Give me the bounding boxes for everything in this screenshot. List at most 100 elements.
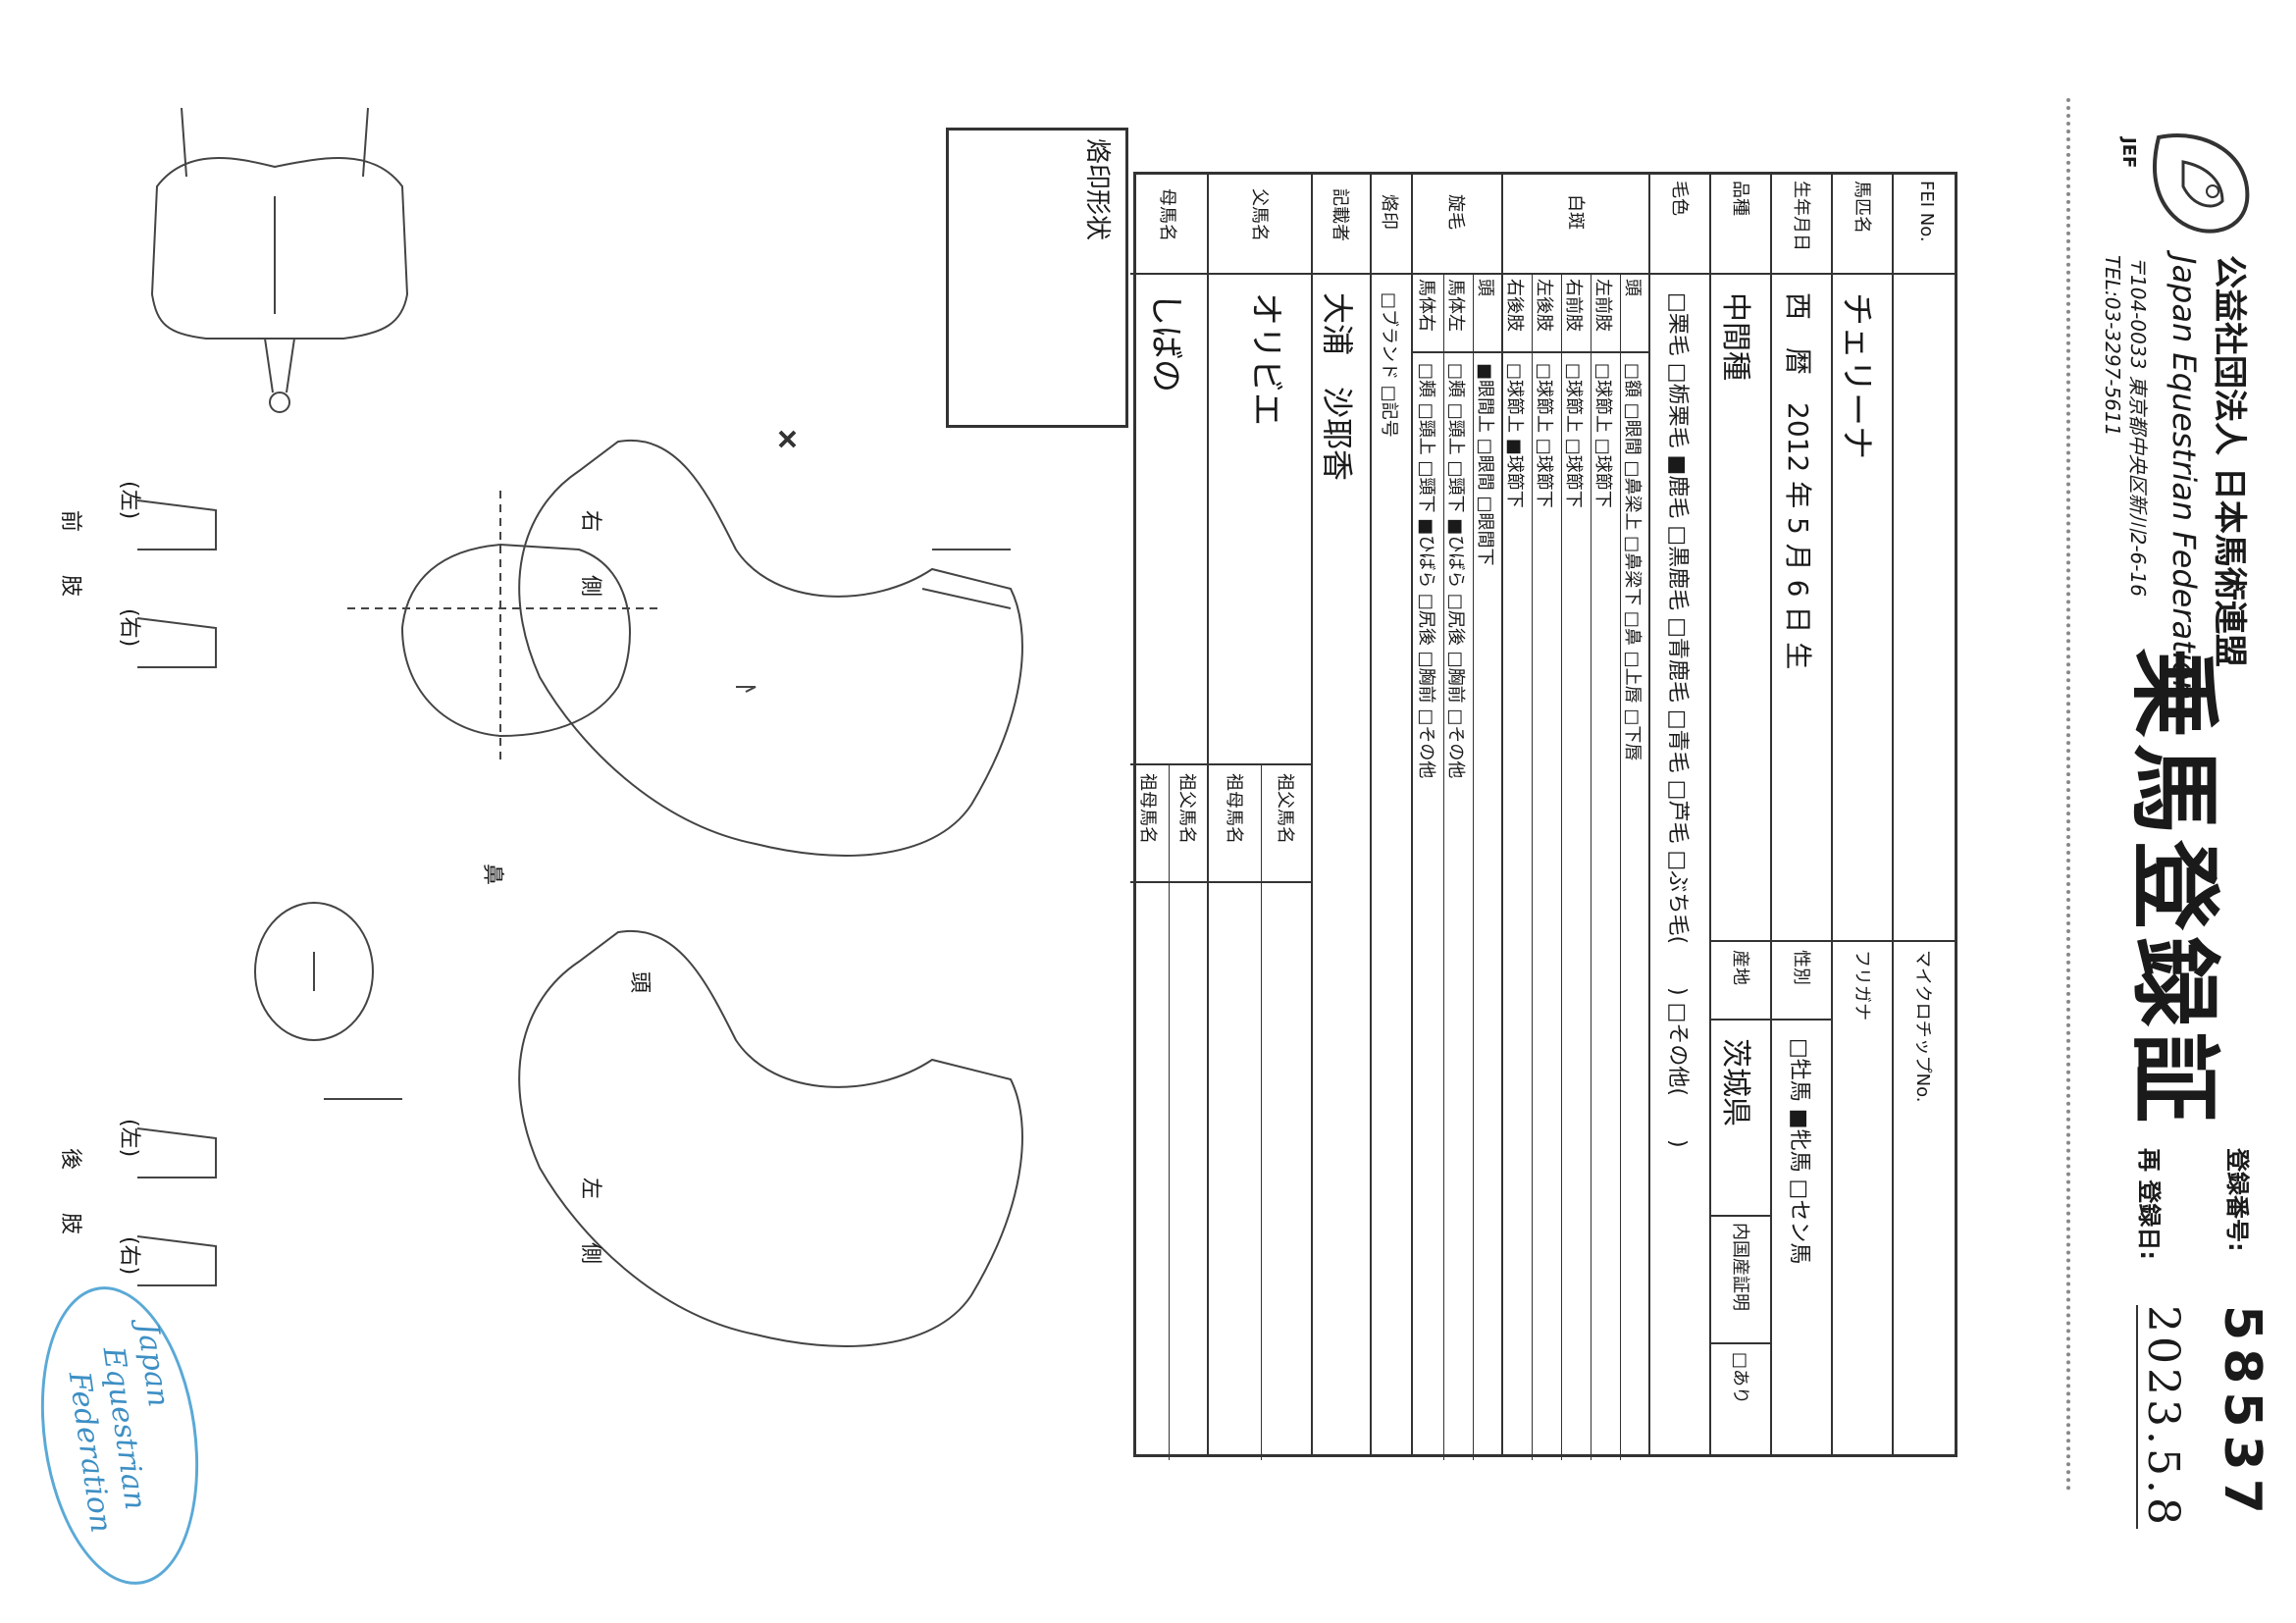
row-name: 馬匹名 チェリーナ フリガナ <box>1831 175 1894 1454</box>
row-coat: 毛色 □栗毛 □栃栗毛 ■鹿毛 □黒鹿毛 □青鹿毛 □青毛 □芦毛 □ぶち毛( … <box>1648 175 1711 1454</box>
white-label: 白斑 <box>1565 194 1586 230</box>
fore-legs-icon <box>136 499 217 668</box>
fei-label: FEI No. <box>1916 181 1937 242</box>
brand-value: □ブランド □記号 <box>1379 292 1399 438</box>
row-breed: 品種 中間種 産地 茨城県 内国産証明 □あり <box>1709 175 1772 1454</box>
white-rf-label: 右前肢 <box>1563 279 1584 332</box>
dam-value: しばの <box>1146 292 1185 393</box>
fore-left-label: (左) <box>117 481 141 520</box>
header: JEF 公益社団法人 日本馬術連盟 Japan Equestrian Feder… <box>2080 118 2276 1531</box>
reg-no: 58537 <box>2213 1305 2271 1522</box>
whorl-head-label: 頭 <box>1475 279 1495 296</box>
domestic-cert-value: □あり <box>1730 1352 1750 1405</box>
reg-no-label: 登録番号: <box>2223 1148 2251 1252</box>
row-birth: 生年月日 西 暦 2012 年 5 月 6 日 生 性別 □牡馬 ■牝馬 □セン… <box>1770 175 1833 1454</box>
registration-table: FEI No. マイクロチップNo. 馬匹名 チェリーナ フリガナ 生年月日 西… <box>1130 172 1957 1460</box>
white-rf-value: □球節上 □球節下 <box>1563 363 1584 508</box>
whorl-right-label: 馬体右 <box>1416 279 1436 332</box>
whorl-left-label: 馬体左 <box>1445 279 1466 332</box>
jef-logo-icon <box>2152 133 2250 234</box>
whorl-row-left: 馬体左 □頬 □頸上 □頸下 ■ひばら □尻後 □胸前 □その他 <box>1443 273 1474 1460</box>
sire-value: オリビエ <box>1246 292 1285 426</box>
right-side-label: 右 側 <box>578 510 602 598</box>
doc-title: 乗馬登録証 <box>2121 648 2226 1129</box>
white-markings: 白斑 頭 □額 □眼間 □鼻梁上 □鼻梁下 □鼻 □上唇 □下唇 左前肢 □球節… <box>1501 175 1650 1460</box>
white-row-lh: 左後肢 □球節上 □球節下 <box>1532 273 1562 1460</box>
white-rh-value: □球節上 ■球節下 <box>1504 363 1525 508</box>
white-lh-label: 左後肢 <box>1534 279 1554 332</box>
left-side-label: 左 側 <box>578 1178 602 1265</box>
left-side-horse-icon <box>324 929 1023 1347</box>
nose-label: 鼻 <box>480 864 504 886</box>
white-lh-value: □球節上 □球節下 <box>1534 363 1554 508</box>
row-brand: 烙印 □ブランド □記号 <box>1370 175 1413 1454</box>
hind-legs-label: 後 肢 <box>58 1148 82 1235</box>
grand-dam-1-label: 祖母馬名 <box>1224 773 1244 844</box>
white-head-label: 頭 <box>1622 279 1643 296</box>
sex-label: 性別 <box>1791 950 1811 985</box>
hind-left-label: (左) <box>117 1119 141 1158</box>
whorl-left-value: □頬 □頸上 □頸下 ■ひばら □尻後 □胸前 □その他 <box>1445 363 1466 779</box>
white-row-lf: 左前肢 □球節上 □球節下 <box>1591 273 1621 1460</box>
grand-sire-1-label: 祖父馬名 <box>1275 773 1295 844</box>
org-name-jp: 公益社団法人 日本馬術連盟 <box>2210 255 2249 667</box>
horse-name-value: チェリーナ <box>1837 292 1876 459</box>
grand-dam-2-label: 祖母馬名 <box>1137 773 1158 844</box>
fore-right-label: (右) <box>117 608 141 648</box>
whorl-label: 旋毛 <box>1445 194 1466 230</box>
white-lf-value: □球節上 □球節下 <box>1592 363 1613 508</box>
head-label: 頭 <box>627 971 652 994</box>
grand-sire-2-label: 祖父馬名 <box>1176 773 1197 844</box>
microchip-label: マイクロチップNo. <box>1912 950 1933 1103</box>
top-view-horse-icon <box>150 107 409 413</box>
horse-name-label: 馬匹名 <box>1852 181 1872 234</box>
brand-label: 烙印 <box>1379 194 1399 230</box>
origin-value: 茨城県 <box>1718 1038 1752 1126</box>
hind-right-label: (右) <box>117 1236 141 1276</box>
front-head-icon <box>343 491 657 765</box>
hind-legs-icon <box>136 1127 217 1286</box>
dotted-border <box>2066 98 2070 1492</box>
x-mark-icons <box>778 430 797 448</box>
sex-value: □牡馬 ■牝馬 □セン馬 <box>1787 1038 1811 1265</box>
origin-label: 産地 <box>1730 950 1750 985</box>
white-rh-label: 右後肢 <box>1504 279 1525 332</box>
domestic-cert-label: 内国産証明 <box>1730 1223 1750 1311</box>
horse-diagrams <box>136 107 1023 1347</box>
org-name-en: Japan Equestrian Federation <box>2166 255 2203 701</box>
row-dam: 母馬名 しばの 祖父馬名 祖母馬名 <box>1130 175 1209 1460</box>
sire-label: 父馬名 <box>1249 188 1270 241</box>
recorder-value: 大浦 沙耶香 <box>1319 292 1356 482</box>
right-side-horse-icon <box>518 439 1023 857</box>
furigana-label: フリガナ <box>1852 950 1872 1021</box>
row-sire: 父馬名 オリビエ 祖父馬名 祖母馬名 <box>1207 175 1313 1460</box>
row-recorder: 記載者 大浦 沙耶香 <box>1311 175 1372 1454</box>
reg-date: 2023.5.8 <box>2136 1305 2188 1529</box>
whorl-right-value: □頬 □頸上 □頸下 ■ひばら □尻後 □胸前 □その他 <box>1416 363 1436 779</box>
address: 〒104-0033 東京都中央区新川2-6-16 <box>2126 255 2150 597</box>
reg-date-label: 再 登録日: <box>2135 1148 2163 1260</box>
white-head-value: □額 □眼間 □鼻梁上 □鼻梁下 □鼻 □上唇 □下唇 <box>1622 363 1643 761</box>
white-row-head: 頭 □額 □眼間 □鼻梁上 □鼻梁下 □鼻 □上唇 □下唇 <box>1620 273 1650 1460</box>
nose-icon <box>254 902 374 1041</box>
birthdate-label: 生年月日 <box>1791 181 1811 251</box>
fore-legs-label: 前 肢 <box>58 510 82 598</box>
whorl-row-right: 馬体右 □頬 □頸上 □頸下 ■ひばら □尻後 □胸前 □その他 <box>1415 273 1444 1460</box>
tel: TEL:03-3297-5611 <box>2101 255 2124 437</box>
white-row-rf: 右前肢 □球節上 □球節下 <box>1561 273 1592 1460</box>
birthdate-value: 西 暦 2012 年 5 月 6 日 生 <box>1782 292 1814 670</box>
whorls: 旋毛 頭 ■眼間上 □眼間 □眼間下 馬体左 □頬 □頸上 □頸下 ■ひばら □… <box>1411 175 1503 1460</box>
white-lf-label: 左前肢 <box>1592 279 1613 332</box>
breed-value: 中間種 <box>1718 292 1752 381</box>
whorl-row-head: 頭 ■眼間上 □眼間 □眼間下 <box>1473 273 1503 1460</box>
coat-value: □栗毛 □栃栗毛 ■鹿毛 □黒鹿毛 □青鹿毛 □青毛 □芦毛 □ぶち毛( ) □… <box>1665 292 1690 1148</box>
recorder-label: 記載者 <box>1330 188 1350 241</box>
dam-label: 母馬名 <box>1157 188 1177 241</box>
breed-label: 品種 <box>1730 181 1750 216</box>
coat-label: 毛色 <box>1669 181 1690 216</box>
white-row-rh: 右後肢 □球節上 ■球節下 <box>1503 273 1533 1460</box>
whorl-head-value: ■眼間上 □眼間 □眼間下 <box>1475 363 1495 566</box>
logo-text: JEF <box>2118 137 2139 169</box>
row-fei: FEI No. マイクロチップNo. <box>1892 175 1955 1454</box>
